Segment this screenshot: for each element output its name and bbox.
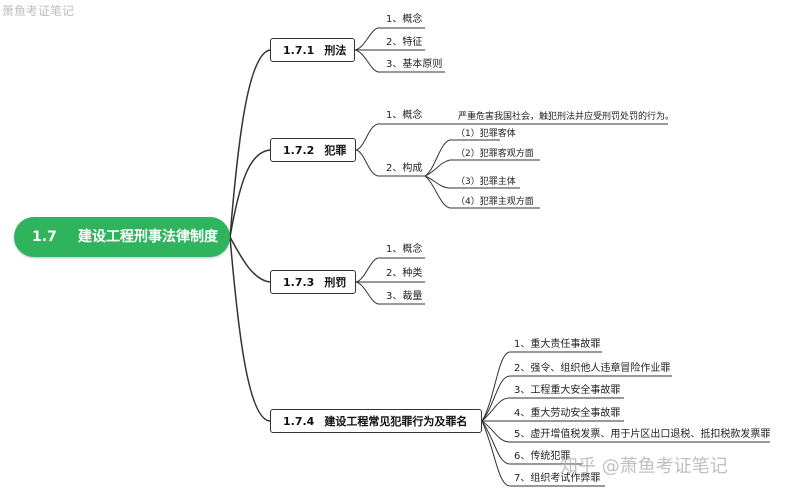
- leaf-172-comp-1[interactable]: （1）犯罪客体: [456, 129, 516, 139]
- leaf-174-7[interactable]: 7、组织考试作弊罪: [514, 473, 601, 484]
- topic-number: 1.7.1: [283, 44, 315, 57]
- leaf-171-3[interactable]: 3、基本原则: [386, 59, 443, 70]
- leaf-174-1[interactable]: 1、重大责任事故罪: [514, 339, 601, 350]
- leaf-173-2[interactable]: 2、种类: [386, 268, 423, 279]
- topic-label: 刑法: [324, 44, 347, 57]
- topic-number: 1.7.2: [283, 144, 315, 157]
- topic-number: 1.7.4: [283, 415, 315, 428]
- leaf-174-5[interactable]: 5、虚开增值税发票、用于片区出口退税、抵扣税款发票罪: [514, 429, 771, 440]
- root-topic[interactable]: 1.7 建设工程刑事法律制度: [14, 217, 230, 257]
- connector-root-174: [229, 236, 271, 422]
- leaf-174-4[interactable]: 4、重大劳动安全事故罪: [514, 408, 621, 419]
- topic-173[interactable]: 1.7.3 刑罚: [270, 270, 356, 294]
- watermark-bottom: 知乎 @萧鱼考证笔记: [560, 456, 728, 477]
- topic-label: 建设工程常见犯罪行为及罪名: [324, 415, 468, 428]
- topic-172[interactable]: 1.7.2 犯罪: [270, 138, 356, 162]
- leaf-174-6[interactable]: 6、传统犯罪: [514, 451, 571, 462]
- topic-number: 1.7.3: [283, 276, 315, 289]
- leaf-173-1[interactable]: 1、概念: [386, 244, 423, 255]
- leaf-172-comp-3[interactable]: （3）犯罪主体: [456, 177, 516, 187]
- topic-171[interactable]: 1.7.1 刑法: [270, 38, 355, 62]
- connector-root-171: [229, 49, 271, 238]
- leaf-171-1[interactable]: 1、概念: [386, 14, 423, 25]
- leaf-174-3[interactable]: 3、工程重大安全事故罪: [514, 385, 621, 396]
- connector-root-172: [229, 149, 271, 238]
- topic-label: 犯罪: [324, 144, 347, 157]
- topic-label: 刑罚: [324, 276, 347, 289]
- root-label: 建设工程刑事法律制度: [78, 229, 218, 245]
- leaf-174-2[interactable]: 2、强令、组织他人违章冒险作业罪: [514, 363, 671, 374]
- watermark-top: 萧鱼考证笔记: [2, 4, 75, 18]
- leaf-172-comp-4[interactable]: （4）犯罪主观方面: [456, 197, 534, 207]
- connector-root-173: [229, 236, 271, 283]
- leaf-172-concept-text: 严重危害我国社会，触犯刑法并应受刑罚处罚的行为。: [458, 112, 675, 122]
- leaf-171-2[interactable]: 2、特征: [386, 37, 423, 48]
- topic-174[interactable]: 1.7.4 建设工程常见犯罪行为及罪名: [270, 409, 482, 433]
- root-number: 1.7: [32, 229, 57, 245]
- leaf-172-concept[interactable]: 1、概念: [386, 110, 423, 121]
- leaf-172-comp-2[interactable]: （2）犯罪客观方面: [456, 149, 534, 159]
- leaf-172-composition[interactable]: 2、构成: [386, 163, 423, 174]
- leaf-173-3[interactable]: 3、裁量: [386, 291, 423, 302]
